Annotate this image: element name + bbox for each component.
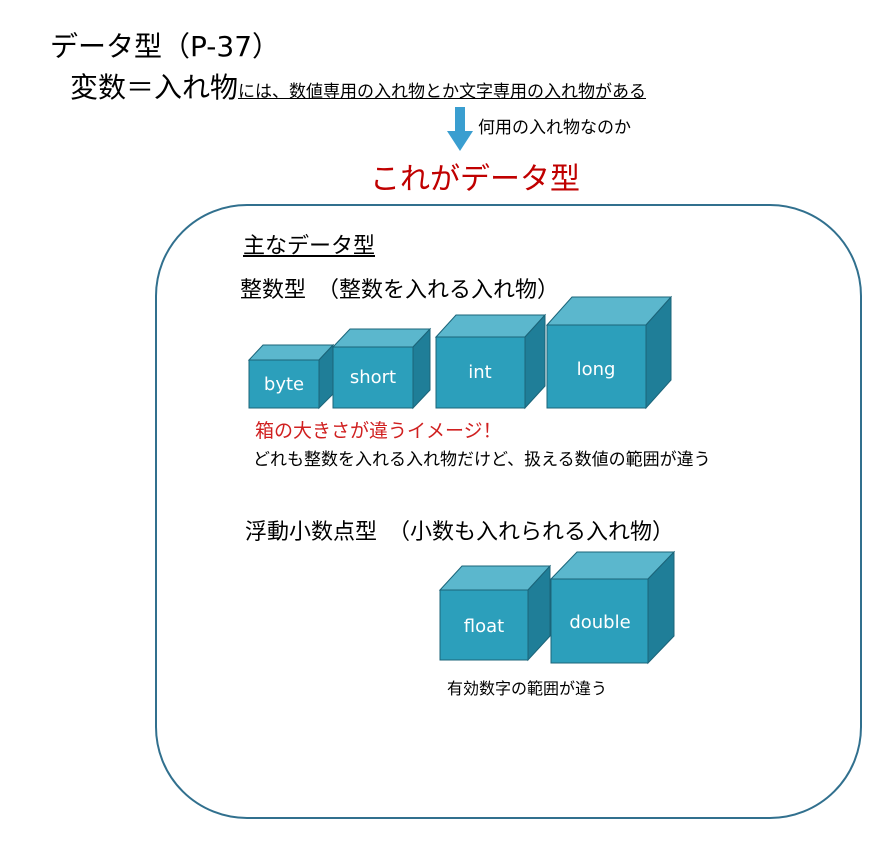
float-type-heading: 浮動小数点型 （小数も入れられる入れ物） — [245, 520, 675, 545]
box-label-short: short — [350, 367, 396, 388]
integer-note-highlight: 箱の大きさが違うイメージ！ — [255, 420, 502, 442]
box-float: float — [438, 564, 552, 662]
integer-type-heading: 整数型 （整数を入れる入れ物） — [240, 278, 560, 303]
subtitle: 変数＝入れ物には、数値専用の入れ物とか文字専用の入れ物がある — [70, 70, 646, 110]
float-note: 有効数字の範囲が違う — [447, 679, 608, 698]
box-label-byte: byte — [264, 374, 304, 395]
subtitle-rest: には、数値専用の入れ物とか文字専用の入れ物がある — [238, 82, 647, 102]
arrow-label: 何用の入れ物なのか — [478, 118, 631, 138]
box-long: long — [545, 295, 673, 410]
box-short: short — [331, 327, 432, 410]
box-label-float: float — [464, 616, 504, 637]
box-label-int: int — [468, 362, 491, 383]
box-byte: byte — [247, 343, 335, 410]
highlight-text: これがデータ型 — [370, 162, 580, 197]
box-double: double — [549, 550, 676, 665]
down-arrow-icon — [447, 107, 473, 151]
subtitle-lead: 変数＝入れ物 — [70, 71, 239, 104]
box-label-long: long — [577, 359, 616, 380]
integer-note: どれも整数を入れる入れ物だけど、扱える数値の範囲が違う — [253, 450, 711, 470]
panel-title: 主なデータ型 — [243, 234, 376, 259]
page-title: データ型（P-37） — [50, 30, 281, 63]
data-type-panel — [155, 204, 862, 819]
box-int: int — [434, 313, 547, 410]
box-label-double: double — [569, 612, 630, 633]
